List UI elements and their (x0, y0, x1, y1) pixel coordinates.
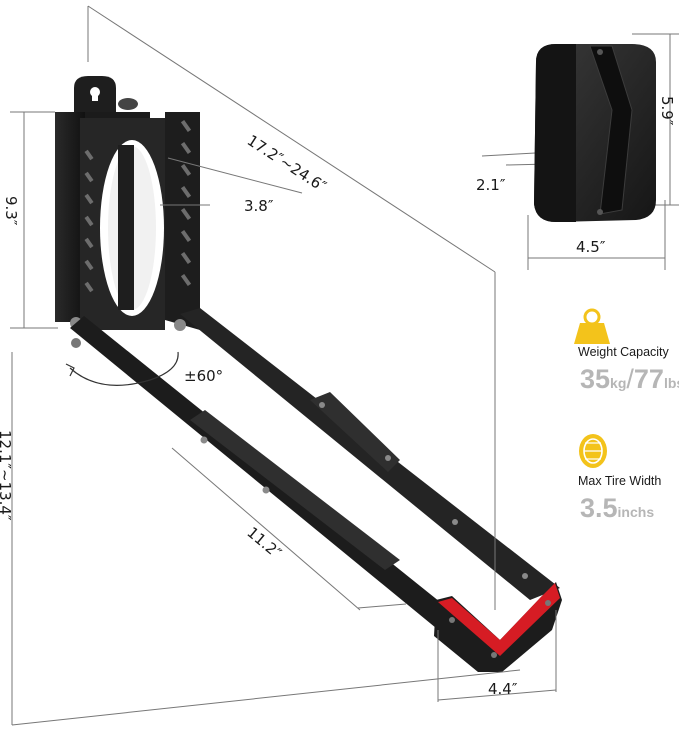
front-plate (165, 112, 200, 330)
weight-kg-value: 35 (580, 364, 611, 394)
extension-arm (70, 308, 560, 628)
weight-lbs-unit: lbs (663, 375, 679, 391)
tire-width-unit: inchs (617, 504, 655, 520)
cradle-width-label: 4.4″ (488, 680, 518, 698)
overall-length-label: 17.2″~24.6″ (244, 131, 330, 196)
total-height-label: 12.1″~13.4″ (0, 430, 14, 521)
max-tire-width-value: 3.5inchs (580, 493, 654, 524)
cradle-pad-red (438, 583, 560, 656)
pad-ridge (589, 45, 633, 215)
tire-icon (579, 434, 607, 468)
dimension-lines (10, 5, 679, 726)
weight-icon (574, 308, 610, 344)
pad-height-label: 5.9″ (658, 96, 676, 126)
rotation-indicator (65, 351, 179, 386)
max-tire-width-label: Max Tire Width (578, 474, 662, 488)
tire-width-value: 3.5 (580, 493, 618, 523)
weight-capacity-label: Weight Capacity (578, 345, 669, 359)
weight-kg-unit: kg (610, 375, 627, 391)
arm-sleeve (190, 410, 400, 570)
wall-bracket (55, 76, 200, 348)
arm-segment-label: 11.2″ (243, 523, 285, 562)
rotation-label: ±60° (184, 367, 223, 385)
tire-cradle (434, 582, 562, 672)
protective-pad (534, 44, 656, 222)
adjust-slots (84, 119, 192, 293)
pivot-bolt-right (174, 319, 186, 331)
bolt-head (118, 98, 138, 110)
bracket-width-label: 3.8″ (244, 197, 274, 215)
weight-separator: / (626, 364, 634, 394)
pad-depth-label: 2.1″ (476, 176, 506, 194)
arm-bolts (200, 402, 528, 579)
weight-lbs-value: 77 (633, 364, 664, 394)
bracket-height-label: 9.3″ (2, 196, 20, 226)
pad-width-label: 4.5″ (576, 238, 606, 256)
weight-capacity-value: 35kg/77lbs (580, 364, 679, 395)
